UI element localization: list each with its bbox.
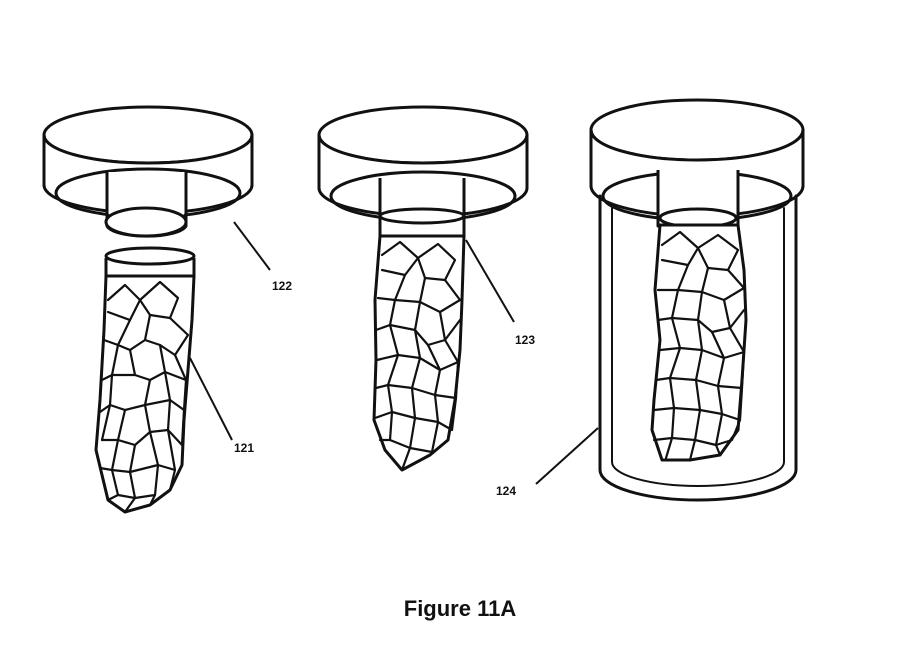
- callout-123: 123: [465, 239, 535, 347]
- callout-122: 122: [233, 221, 292, 293]
- figure-caption: Figure 11A: [404, 596, 517, 621]
- label-123: 123: [515, 333, 535, 347]
- callout-121: 121: [189, 357, 254, 455]
- callout-124: 124: [496, 427, 599, 498]
- label-122: 122: [272, 279, 292, 293]
- holder-left: [42, 105, 254, 238]
- holder-middle: [317, 105, 529, 238]
- sample-left: [94, 246, 196, 514]
- label-121: 121: [234, 441, 254, 455]
- tube-right: [598, 194, 798, 502]
- sample-right: [650, 223, 748, 462]
- sample-middle: [372, 234, 466, 472]
- holder-right: [589, 98, 805, 229]
- label-124: 124: [496, 484, 516, 498]
